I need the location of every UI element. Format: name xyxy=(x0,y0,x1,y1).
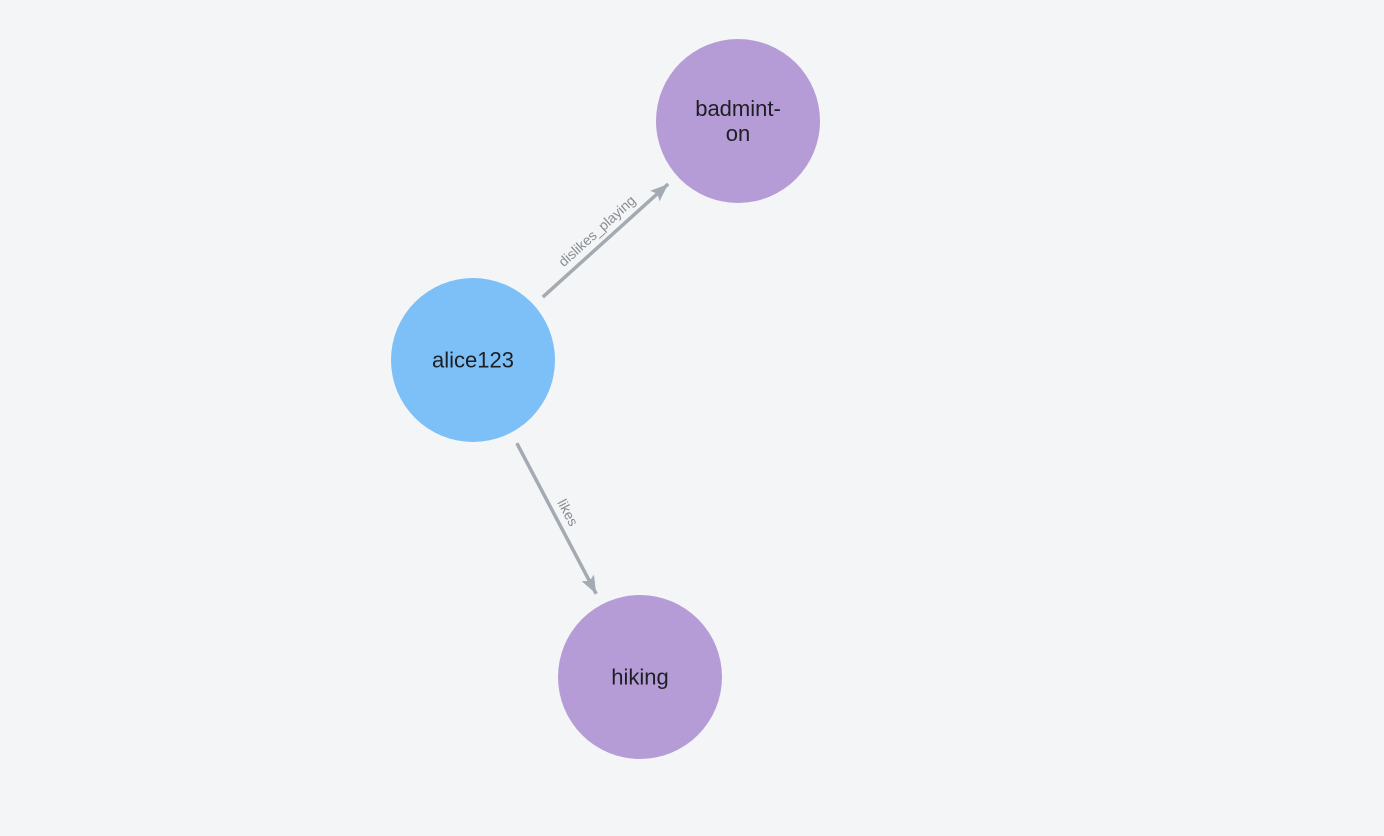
node-label-alice123: alice123 xyxy=(432,348,514,373)
edge-likes[interactable] xyxy=(515,442,598,595)
node-label-badminton: badmint-on xyxy=(695,96,781,146)
edge-label-dislikes_playing: dislikes_playing xyxy=(555,192,639,270)
node-alice123[interactable]: alice123 xyxy=(391,278,555,442)
node-circle-alice123[interactable] xyxy=(391,278,555,442)
node-circle-hiking[interactable] xyxy=(558,595,722,759)
node-label-hiking: hiking xyxy=(611,665,668,690)
edge-dislikes_playing[interactable] xyxy=(541,182,670,299)
node-hiking[interactable]: hiking xyxy=(558,595,722,759)
node-badminton[interactable]: badmint-on xyxy=(656,39,820,203)
node-circle-badminton[interactable] xyxy=(656,39,820,203)
